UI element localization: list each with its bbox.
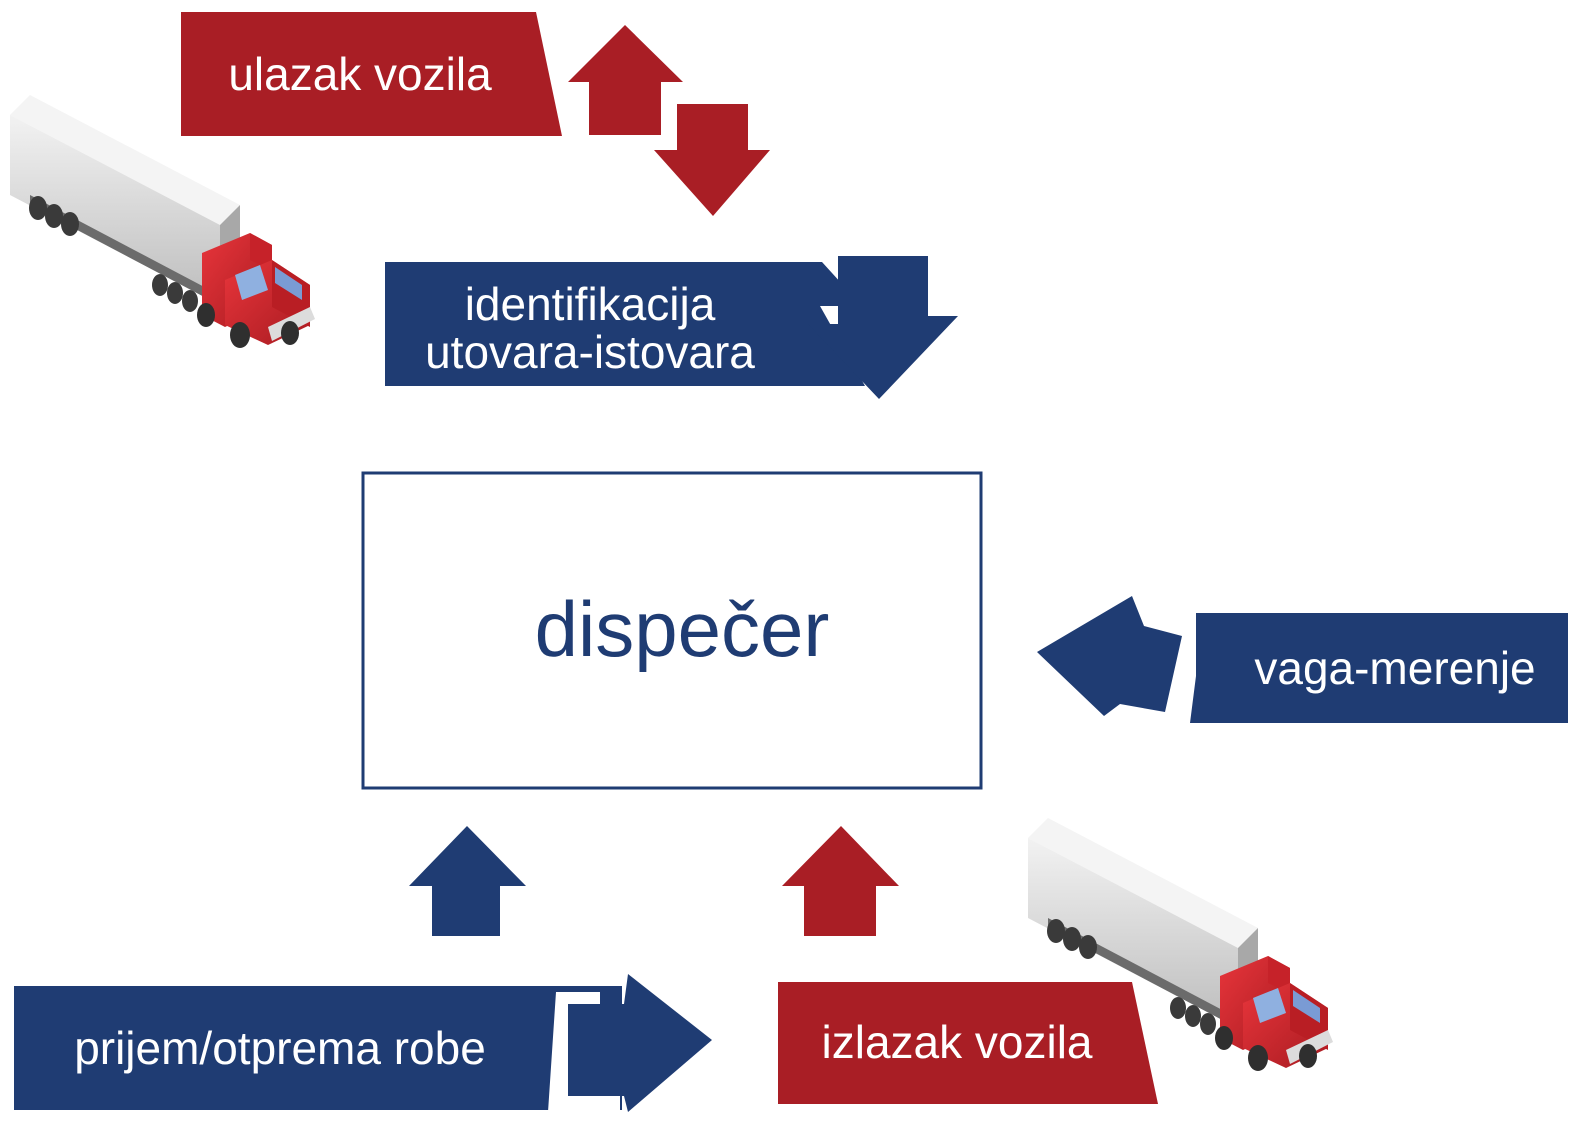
arrow-down-icon bbox=[654, 104, 770, 216]
identification-label-line1: identifikacija bbox=[465, 278, 716, 330]
entry-label: ulazak vozila bbox=[228, 48, 492, 100]
exit-banner bbox=[778, 982, 1158, 1104]
identification-label-line2: utovara-istovara bbox=[425, 326, 755, 378]
dispatcher-box bbox=[361, 471, 983, 790]
entry-banner bbox=[181, 12, 562, 136]
arrow-right-icon bbox=[574, 974, 712, 1112]
identification-banner bbox=[385, 262, 865, 386]
arrow-down-icon bbox=[808, 256, 958, 399]
goods-banner-notch bbox=[548, 992, 620, 1112]
weighing-banner bbox=[1190, 613, 1568, 723]
goods-banner bbox=[14, 986, 622, 1110]
exit-label: izlazak vozila bbox=[822, 1016, 1093, 1068]
arrow-up-icon bbox=[568, 25, 683, 135]
arrow-up-icon bbox=[409, 826, 526, 936]
dispatcher-label: dispečer bbox=[535, 585, 830, 673]
arrow-up-icon bbox=[782, 826, 899, 936]
goods-label: prijem/otprema robe bbox=[74, 1022, 486, 1074]
arrow-left-icon bbox=[1037, 596, 1182, 716]
weighing-label: vaga-merenje bbox=[1254, 642, 1535, 694]
